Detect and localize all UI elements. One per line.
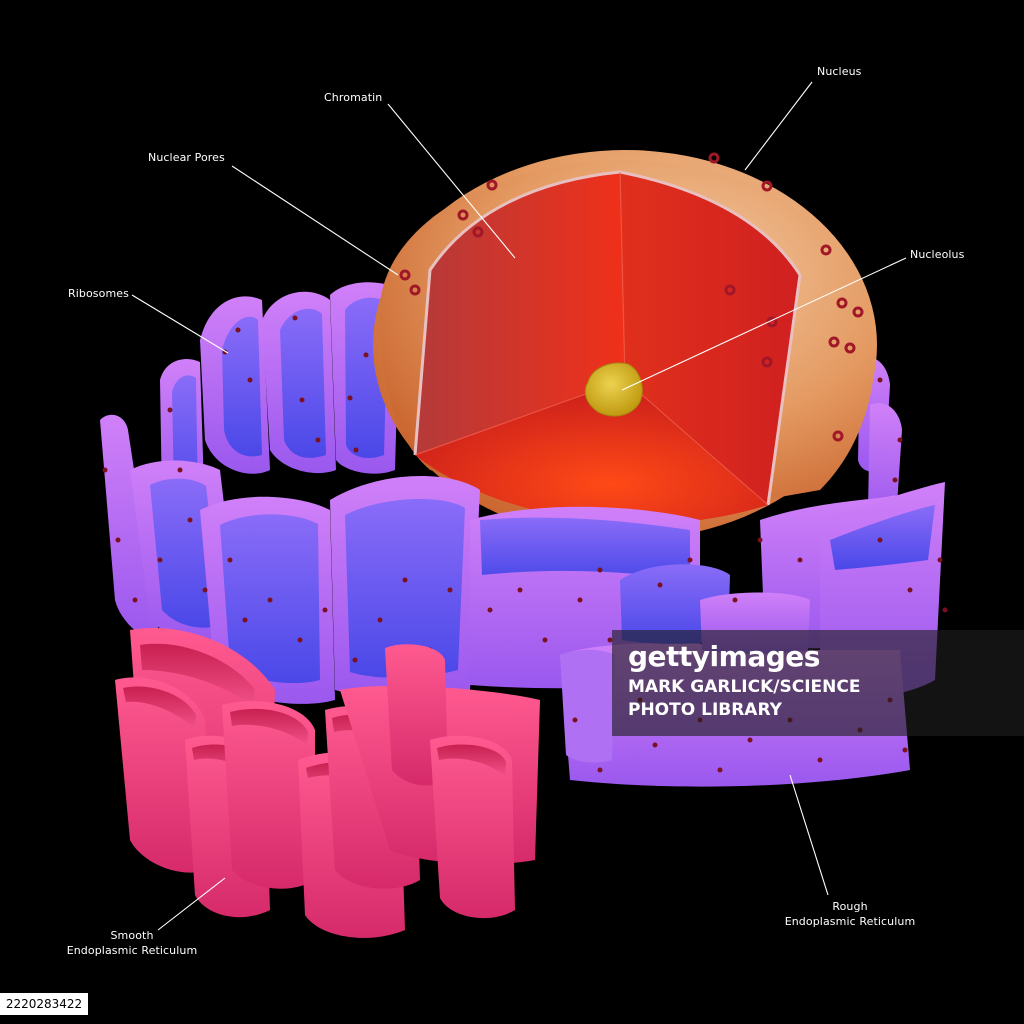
ribosomes-label: Ribosomes bbox=[68, 287, 129, 300]
chromatin-label: Chromatin bbox=[324, 91, 383, 104]
leader-lines bbox=[131, 81, 907, 931]
chromatin-wall-left bbox=[415, 172, 625, 455]
image-id-badge: 2220283422 bbox=[0, 993, 88, 1015]
smooth-er-label-line1: Smooth bbox=[110, 929, 154, 942]
smooth-er-label-line2: Endoplasmic Reticulum bbox=[66, 944, 198, 957]
watermark-logo: gettyimages bbox=[628, 640, 820, 673]
watermark-credit-line2: PHOTO LIBRARY bbox=[628, 700, 782, 720]
rough-er-label-line1: Rough bbox=[832, 900, 868, 913]
nuclear-pores-label: Nuclear Pores bbox=[148, 151, 225, 164]
nucleolus-label: Nucleolus bbox=[910, 248, 965, 261]
nucleus bbox=[373, 150, 877, 540]
smooth-er bbox=[115, 628, 540, 938]
watermark-credit: MARK GARLICK/SCIENCE PHOTO LIBRARY bbox=[628, 676, 1018, 722]
watermark: gettyimages MARK GARLICK/SCIENCE PHOTO L… bbox=[612, 630, 1024, 736]
rough-er-label: Rough Endoplasmic Reticulum bbox=[780, 899, 920, 929]
nuclear-pores bbox=[399, 152, 864, 442]
nucleolus bbox=[584, 362, 643, 417]
chromatin-wall-right bbox=[620, 172, 800, 505]
chromatin-floor bbox=[415, 380, 768, 525]
nucleus-label: Nucleus bbox=[817, 65, 862, 78]
rough-er-label-line2: Endoplasmic Reticulum bbox=[784, 915, 916, 928]
smooth-er-label: Smooth Endoplasmic Reticulum bbox=[62, 928, 202, 958]
watermark-credit-line1: MARK GARLICK/SCIENCE bbox=[628, 677, 861, 697]
